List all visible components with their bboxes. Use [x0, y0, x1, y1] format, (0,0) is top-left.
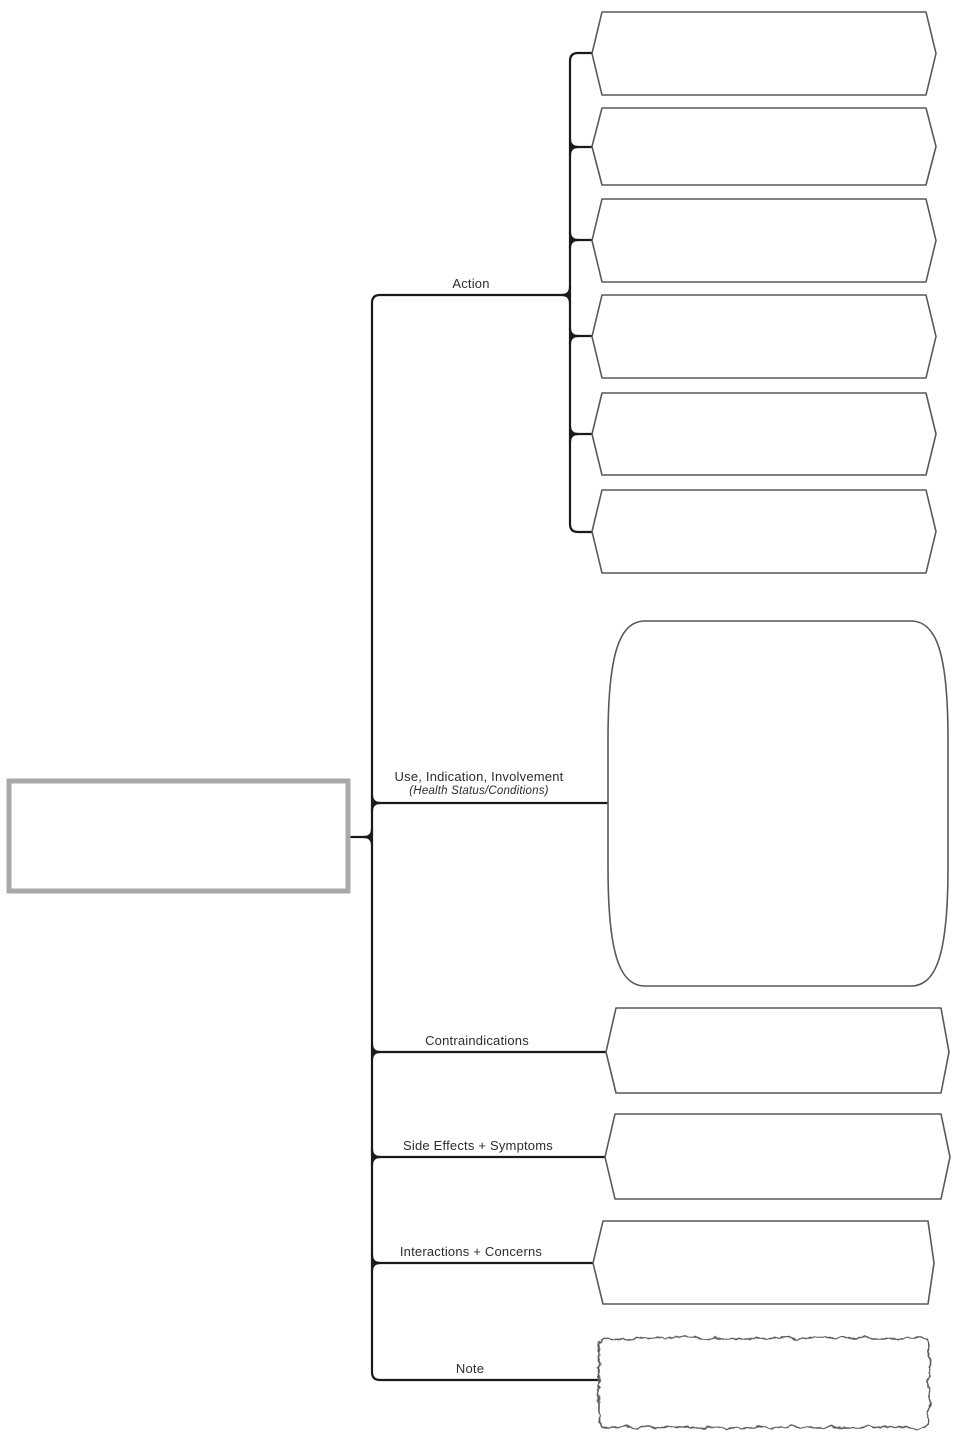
action-child-box-1[interactable]	[591, 11, 937, 96]
connector-main-trunk	[370, 293, 599, 1382]
note-branch-label-text: Note	[455, 1361, 485, 1376]
side-effects-branch-label-text: Side Effects + Symptoms	[403, 1138, 553, 1153]
action-child-box-2[interactable]	[591, 107, 937, 186]
note-branch-label: Note	[372, 1361, 568, 1376]
use-indication-branch-sublabel: (Health Status/Conditions)	[409, 785, 549, 797]
side-effects-branch-label: Side Effects + Symptoms	[368, 1138, 588, 1153]
action-child-box-6[interactable]	[591, 489, 937, 574]
contraindications-branch-label-text: Contraindications	[425, 1033, 529, 1048]
action-branch-label: Action	[372, 276, 570, 291]
connector-action-stubs	[568, 145, 595, 436]
interactions-branch-label: Interactions + Concerns	[362, 1244, 580, 1259]
interactions-box[interactable]	[592, 1220, 935, 1305]
action-child-box-5[interactable]	[591, 392, 937, 476]
connector-lines	[349, 51, 611, 1382]
use-indication-branch-label-text: Use, Indication, Involvement	[394, 769, 564, 784]
use-indication-branch-label: Use, Indication, Involvement (Health Sta…	[368, 769, 590, 798]
action-child-box-3[interactable]	[591, 198, 937, 283]
note-box[interactable]	[598, 1337, 930, 1428]
contraindications-box[interactable]	[605, 1007, 950, 1094]
node-shapes	[591, 11, 951, 1428]
action-child-box-4[interactable]	[591, 294, 937, 379]
contraindications-branch-label: Contraindications	[372, 1033, 582, 1048]
connector-fillets	[362, 137, 580, 1273]
action-branch-label-text: Action	[452, 276, 490, 291]
interactions-branch-label-text: Interactions + Concerns	[399, 1244, 543, 1259]
root-topic-box[interactable]	[6, 778, 351, 894]
side-effects-box[interactable]	[604, 1113, 951, 1200]
use-indication-box[interactable]	[607, 620, 949, 987]
connector-action-trunk	[568, 51, 594, 534]
